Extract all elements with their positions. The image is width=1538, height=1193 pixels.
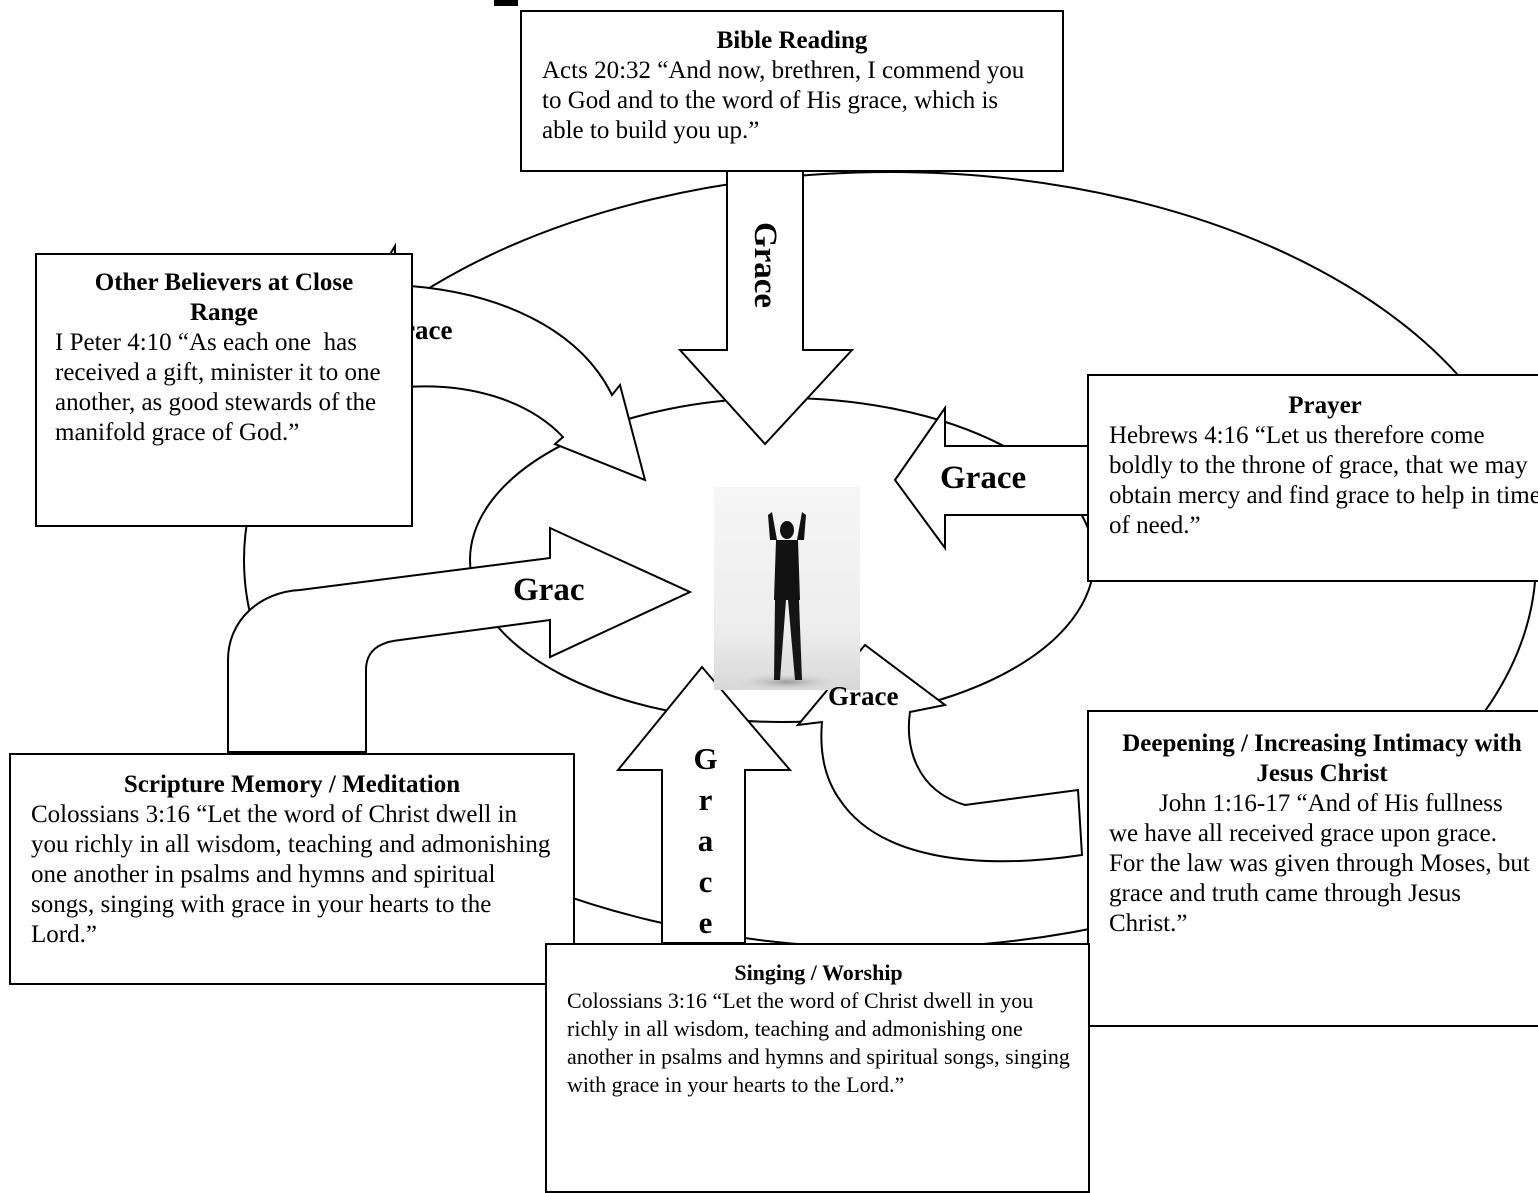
box-singing-worship: Singing / Worship Colossians 3:16 “Let t…: [545, 943, 1090, 1193]
grace-label-top: Grace: [747, 221, 783, 309]
box-body: Colossians 3:16 “Let the word of Christ …: [567, 988, 1076, 1097]
box-title: Singing / Worship: [734, 960, 903, 985]
grace-letter: a: [697, 823, 714, 858]
arrow-prayer: [893, 404, 1099, 552]
box-body: Colossians 3:16 “Let the word of Christ …: [31, 801, 557, 948]
box-body: Hebrews 4:16 “Let us therefore come bold…: [1109, 422, 1538, 539]
box-title: Prayer: [1288, 392, 1362, 419]
box-scripture-memory: Scripture Memory / Meditation Colossians…: [9, 753, 575, 985]
grace-label-bottom-vertical: G r a c e: [683, 738, 728, 943]
grace-letter: e: [698, 905, 713, 940]
grace-label-lower-right: Grace: [828, 681, 899, 711]
box-body: Acts 20:32 “And now, brethren, I commend…: [542, 57, 1031, 144]
box-title: Other Believers at Close Range: [94, 269, 354, 326]
arrow-scripture-memory: [227, 526, 693, 753]
box-title: Bible Reading: [716, 27, 868, 54]
grace-label-left: Grac: [513, 572, 585, 608]
box-title: Scripture Memory / Meditation: [123, 771, 461, 798]
grace-label-right: Grace: [940, 460, 1027, 496]
box-title: Deepening / Increasing Intimacy with Jes…: [1122, 730, 1522, 787]
person-silhouette: [714, 487, 860, 692]
header-fragment-right: [490, 0, 520, 10]
grace-letter: c: [698, 864, 713, 899]
box-other-believers: Other Believers at Close Range I Peter 4…: [35, 253, 413, 527]
box-prayer: Prayer Hebrews 4:16 “Let us therefore co…: [1087, 374, 1538, 582]
box-intimacy: Deepening / Increasing Intimacy with Jes…: [1087, 710, 1538, 1027]
arrow-bible-reading: [677, 167, 855, 446]
arrow-intimacy: [795, 643, 1084, 863]
grace-letter: r: [698, 782, 713, 817]
box-bible-reading: Bible Reading Acts 20:32 “And now, breth…: [520, 10, 1064, 172]
grace-letter: G: [693, 741, 718, 776]
arrow-singing-worship: [615, 665, 793, 944]
box-body: I Peter 4:10 “As each one has received a…: [55, 329, 387, 446]
box-body: John 1:16-17 “And of His fullness we hav…: [1109, 790, 1537, 937]
